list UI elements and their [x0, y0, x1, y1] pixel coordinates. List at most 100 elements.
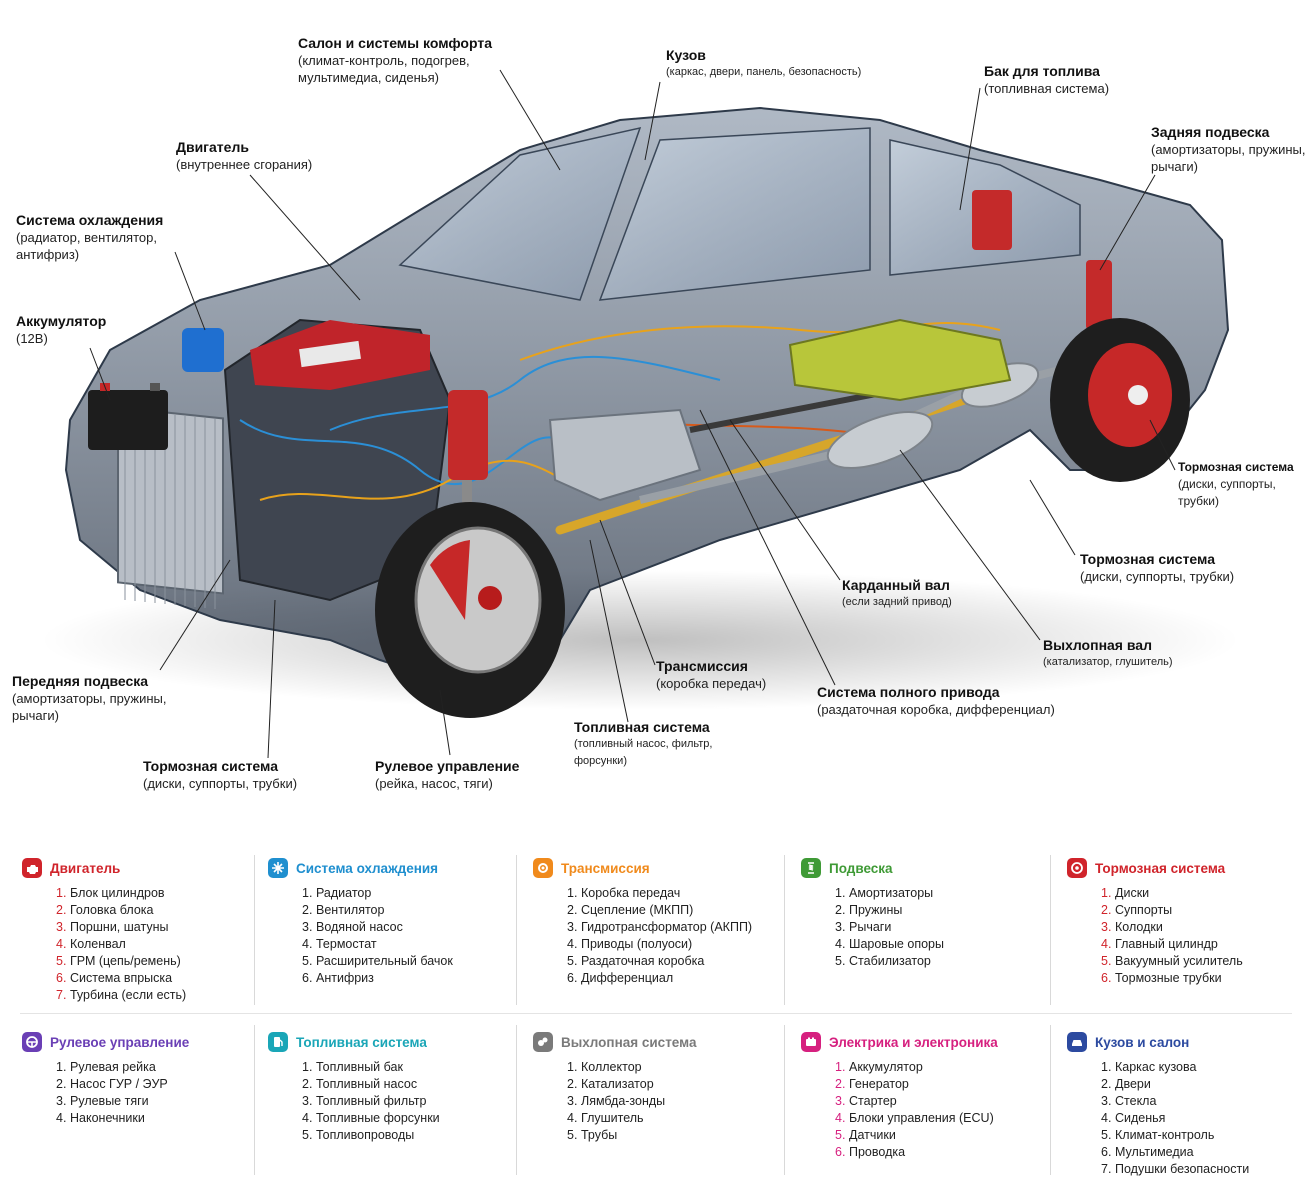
legend-item-number: 4. — [1101, 937, 1112, 951]
front-wheel — [375, 502, 565, 718]
gearbox — [548, 408, 702, 502]
callout-subtitle: (коробка передач) — [656, 676, 767, 691]
legend-item-label: Двери — [1115, 1077, 1151, 1091]
legend-item-number: 7. — [1101, 1162, 1112, 1176]
legend-item-number: 7. — [56, 988, 67, 1002]
legend-card-title: Топливная система — [296, 1034, 427, 1050]
suspension-icon — [801, 858, 821, 878]
legend-list-item: 6. Дифференциал — [567, 970, 753, 987]
callout-toplivnaya: Топливная система (топливный насос, филь… — [574, 718, 744, 770]
legend-list-item: 1. Блок цилиндров — [56, 885, 242, 902]
legend-list-item: 4. Шаровые опоры — [835, 936, 1021, 953]
legend-item-number: 1. — [567, 886, 578, 900]
callout-zadnyaya: Задняя подвеска (амортизаторы, пружины, … — [1151, 123, 1306, 175]
snowflake-icon — [268, 858, 288, 878]
callout-subtitle: (топливный насос, фильтр, форсунки) — [574, 738, 713, 767]
legend-item-number: 5. — [56, 954, 67, 968]
legend-item-number: 2. — [56, 903, 67, 917]
legend-list-item: 3. Гидротрансформатор (АКПП) — [567, 919, 753, 936]
callout-akkum: Аккумулятор (12В) — [16, 312, 156, 347]
legend-divider — [516, 855, 517, 1005]
legend-list-item: 4. Блоки управления (ECU) — [835, 1110, 1021, 1127]
legend-item-label: Топливный бак — [316, 1060, 403, 1074]
legend-item-label: Топливопроводы — [316, 1128, 415, 1142]
legend-item-label: Рулевая рейка — [70, 1060, 156, 1074]
legend-item-number: 5. — [1101, 1128, 1112, 1142]
legend-list-item: 2. Суппорты — [1101, 902, 1287, 919]
legend-divider — [1050, 1025, 1051, 1175]
callout-title: Тормозная система — [143, 758, 278, 774]
legend-item-label: Глушитель — [581, 1111, 644, 1125]
legend-item-number: 2. — [1101, 1077, 1112, 1091]
legend-item-label: Насос ГУР / ЭУР — [70, 1077, 168, 1091]
legend-item-number: 4. — [835, 937, 846, 951]
callout-subtitle: (диски, суппорты, трубки) — [1178, 477, 1276, 508]
legend-item-number: 4. — [302, 1111, 313, 1125]
legend-item-label: Катализатор — [581, 1077, 654, 1091]
legend-item-label: Топливный насос — [316, 1077, 418, 1091]
legend-item-number: 3. — [56, 920, 67, 934]
callout-title: Система полного привода — [817, 684, 1000, 700]
callout-subtitle: (12В) — [16, 331, 48, 346]
legend-card-title: Двигатель — [50, 860, 121, 876]
callout-subtitle: (амортизаторы, пружины, рычаги) — [1151, 142, 1306, 174]
callout-ohlazhdenie: Система охлаждения (радиатор, вентилятор… — [16, 211, 191, 263]
legend-item-label: Турбина (если есть) — [70, 988, 187, 1002]
legend-list-item: 7. Турбина (если есть) — [56, 987, 242, 1004]
legend-card-title: Рулевое управление — [50, 1034, 190, 1050]
legend-item-label: Рулевые тяги — [70, 1094, 149, 1108]
legend-item-number: 1. — [567, 1060, 578, 1074]
legend-list-item: 1. Аккумулятор — [835, 1059, 1021, 1076]
legend-item-number: 1. — [302, 886, 313, 900]
legend-list-item: 4. Коленвал — [56, 936, 242, 953]
legend-item-number: 4. — [567, 937, 578, 951]
legend-item-number: 5. — [835, 954, 846, 968]
legend-list-item: 1. Коробка передач — [567, 885, 753, 902]
callout-subtitle: (топливная система) — [984, 81, 1110, 96]
legend-list-item: 2. Топливный насос — [302, 1076, 488, 1093]
legend-item-label: Датчики — [849, 1128, 896, 1142]
legend-list-item: 2. Сцепление (МКПП) — [567, 902, 753, 919]
legend-list-item: 1. Рулевая рейка — [56, 1059, 242, 1076]
legend-item-number: 2. — [567, 903, 578, 917]
legend-item-number: 5. — [302, 1128, 313, 1142]
legend-list-item: 4. Сиденья — [1101, 1110, 1287, 1127]
callout-perednyaya: Передняя подвеска (амортизаторы, пружины… — [12, 672, 202, 724]
legend-item-label: Диски — [1115, 886, 1150, 900]
legend-card-title: Кузов и салон — [1095, 1034, 1190, 1050]
legend-item-number: 1. — [1101, 1060, 1112, 1074]
legend-item-number: 6. — [835, 1145, 846, 1159]
legend-item-number: 2. — [56, 1077, 67, 1091]
car-body-icon — [1067, 1032, 1087, 1052]
legend-row-divider — [20, 1013, 1292, 1014]
legend-item-label: Стартер — [849, 1094, 897, 1108]
callout-title: Рулевое управление — [375, 758, 520, 774]
legend-list-item: 4. Топливные форсунки — [302, 1110, 488, 1127]
legend-item-label: Трубы — [581, 1128, 618, 1142]
callout-title: Топливная система — [574, 719, 710, 735]
legend-item-number: 4. — [567, 1111, 578, 1125]
legend-card-header: Выхлопная система — [533, 1031, 753, 1053]
callout-tormoz-front: Тормозная система (диски, суппорты, труб… — [143, 757, 343, 792]
callout-subtitle: (рейка, насос, тяги) — [375, 776, 493, 791]
legend-item-label: Вакуумный усилитель — [1115, 954, 1243, 968]
callout-subtitle: (каркас, двери, панель, безопасность) — [666, 66, 862, 78]
legend-list-item: 5. ГРМ (цепь/ремень) — [56, 953, 242, 970]
legend-item-number: 3. — [567, 1094, 578, 1108]
legend-item-number: 5. — [567, 954, 578, 968]
legend-card-title: Подвеска — [829, 860, 893, 876]
legend-item-number: 1. — [835, 886, 846, 900]
legend-card-title: Система охлаждения — [296, 860, 439, 876]
callout-tormoz-mid: Тормозная система (диски, суппорты, труб… — [1080, 550, 1280, 585]
legend-list-item: 5. Климат-контроль — [1101, 1127, 1287, 1144]
legend-item-label: Подушки безопасности — [1115, 1162, 1250, 1176]
callout-tormoz-rear: Тормозная система (диски, суппорты, труб… — [1178, 458, 1308, 510]
legend-list-item: 6. Проводка — [835, 1144, 1021, 1161]
